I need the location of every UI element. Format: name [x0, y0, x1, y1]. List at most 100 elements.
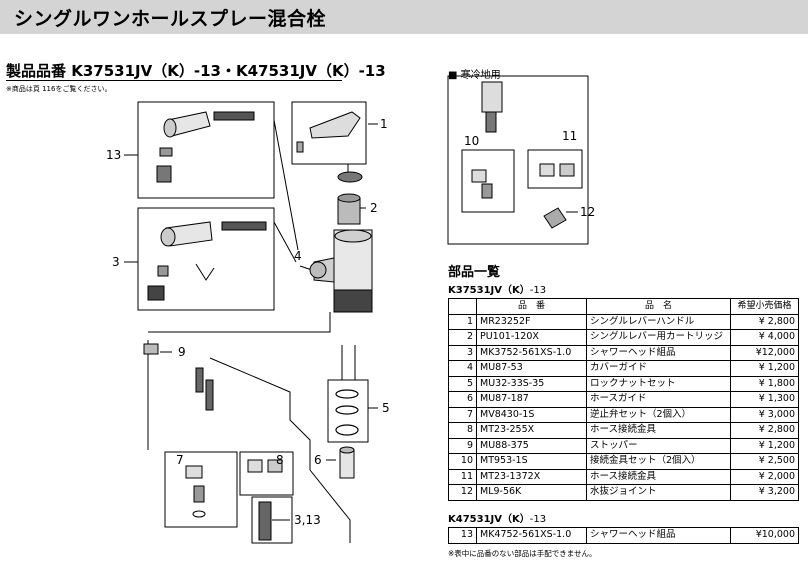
col-price: 希望小売価格: [730, 298, 799, 315]
cell-no: 13: [448, 527, 477, 544]
cell-price: ¥ 2,800: [730, 313, 799, 330]
callout-7: 7: [176, 453, 184, 467]
parts-heading: 部品一覧: [448, 265, 501, 280]
cell-price: ¥12,000: [730, 344, 799, 361]
note-bottom: ※表中に品番のない部品は手配できません。: [448, 549, 597, 558]
callout-3: 3: [112, 255, 120, 269]
callout-6: 6: [314, 453, 322, 467]
note-top: ※商品は頁 116をご覧ください。: [6, 85, 112, 93]
callout-12: 12: [580, 205, 595, 219]
parts-model-1: K37531JV（K）-13: [448, 281, 546, 296]
cell-part-number: MK4752-561XS-1.0: [476, 527, 587, 544]
cold-region-parts: [471, 81, 575, 229]
cell-part-name: ホース接続金具: [586, 468, 731, 485]
cold-box-10: [461, 149, 515, 213]
hose-fitting-box: [239, 451, 294, 496]
cell-part-number: MU87-53: [476, 360, 587, 377]
hose-box: [251, 496, 293, 544]
shower-head-13: [156, 111, 255, 183]
cell-no: 3: [448, 344, 477, 361]
cell-no: 8: [448, 422, 477, 439]
cell-part-name: ストッパー: [586, 437, 731, 454]
callout-8: 8: [276, 453, 284, 467]
cell-part-name: シャワーヘッド組品: [586, 344, 731, 361]
cell-part-number: MK3752-561XS-1.0: [476, 344, 587, 361]
cell-part-name: シャワーヘッド組品: [586, 527, 731, 544]
col-part-name: 品 名: [586, 298, 731, 315]
cell-part-name: 水抜ジョイント: [586, 484, 731, 501]
cell-part-number: MV8430-1S: [476, 406, 587, 423]
supply-hoses: [195, 367, 272, 541]
cell-price: ¥ 1,200: [730, 437, 799, 454]
cell-part-number: MR23252F: [476, 313, 587, 330]
callout-5: 5: [382, 401, 390, 415]
cell-part-number: MT953-1S: [476, 453, 587, 470]
cell-price: ¥ 2,500: [730, 453, 799, 470]
cell-part-number: PU101-120X: [476, 329, 587, 346]
shower-head-3: [147, 221, 267, 301]
cold-region-box: [447, 75, 589, 245]
shower-head-box-13: [137, 101, 275, 199]
cell-no: 6: [448, 391, 477, 408]
cell-part-name: カバーガイド: [586, 360, 731, 377]
cell-part-name: 接続金具セット（2個入）: [586, 453, 731, 470]
cell-price: ¥ 3,000: [730, 406, 799, 423]
cold-region-title: ■ 寒冷地用: [448, 70, 501, 81]
stopper: [143, 343, 159, 355]
cell-price: ¥10,000: [730, 527, 799, 544]
locknut-box: [327, 379, 369, 443]
cell-part-number: MT23-255X: [476, 422, 587, 439]
check-valve-parts: [185, 465, 206, 518]
cell-part-name: ホースガイド: [586, 391, 731, 408]
parts-model-2: K47531JV（K）-13: [448, 510, 546, 525]
cell-no: 7: [448, 406, 477, 423]
cell-part-name: シングルレバーハンドル: [586, 313, 731, 330]
cell-price: ¥ 2,000: [730, 468, 799, 485]
cell-no: 11: [448, 468, 477, 485]
model-number: 製品品番 K37531JV（K）-13・K47531JV（K）-13: [6, 62, 386, 80]
faucet-body: [309, 229, 373, 313]
callout-4: 4: [294, 249, 302, 263]
cell-no: 4: [448, 360, 477, 377]
cell-price: ¥ 3,200: [730, 484, 799, 501]
check-valve-box: [164, 451, 238, 528]
parts-model-2-code: K47531JV（K）: [448, 514, 530, 525]
cell-part-name: ホース接続金具: [586, 422, 731, 439]
cell-no: 10: [448, 453, 477, 470]
col-no: [448, 298, 477, 315]
hose-fitting-parts: [247, 459, 283, 473]
cell-price: ¥ 1,300: [730, 391, 799, 408]
parts-model-2-suffix: -13: [529, 514, 547, 525]
cell-part-name: シングルレバー用カートリッジ: [586, 329, 731, 346]
handle-box: [291, 101, 367, 165]
callout-2: 2: [370, 201, 378, 215]
cell-part-number: MU88-375: [476, 437, 587, 454]
hose-guide: [339, 446, 355, 479]
cell-part-number: MU87-187: [476, 391, 587, 408]
cell-part-name: ロックナットセット: [586, 375, 731, 392]
cell-part-number: ML9-56K: [476, 484, 587, 501]
cartridge: [337, 171, 363, 225]
cell-price: ¥ 2,800: [730, 422, 799, 439]
cell-no: 12: [448, 484, 477, 501]
parts-model-1-suffix: -13: [529, 285, 547, 296]
cell-no: 5: [448, 375, 477, 392]
page-title: シングルワンホールスプレー混合栓: [14, 8, 327, 30]
callout-1: 1: [380, 117, 388, 131]
cell-part-number: MU32-33S-35: [476, 375, 587, 392]
title-bar: [0, 0, 808, 34]
cell-no: 9: [448, 437, 477, 454]
